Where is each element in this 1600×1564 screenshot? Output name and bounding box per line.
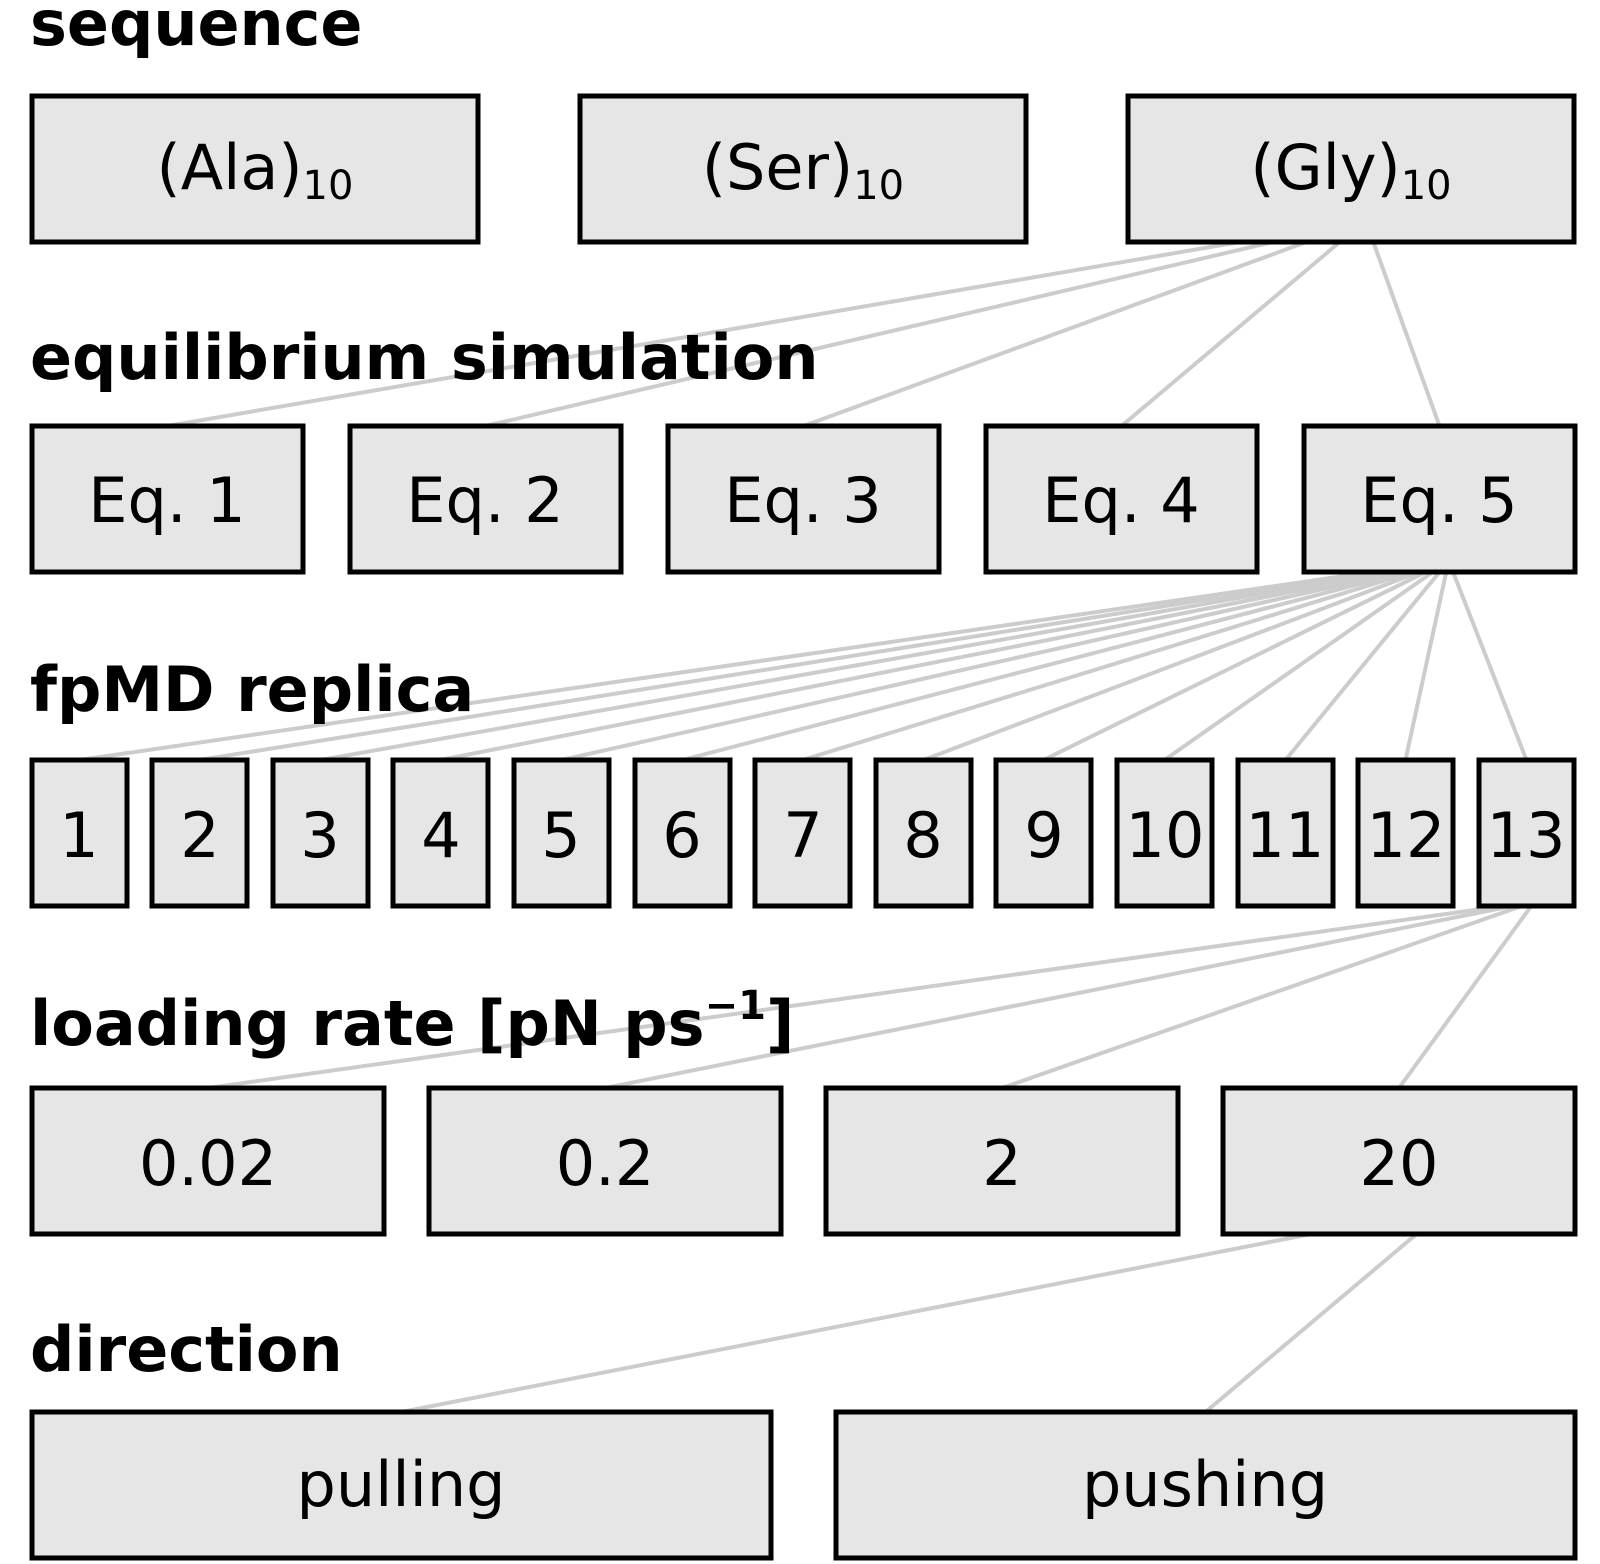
loading-rate-label-3: 2 <box>982 1127 1021 1200</box>
eq-label-4: Eq. 4 <box>1042 464 1199 537</box>
row-title-equilibrium-simulation: equilibrium simulation <box>30 321 818 394</box>
row-title-loading-rate: loading rate [pN ps−1] <box>30 983 794 1060</box>
eq-box-1 <box>29 423 306 575</box>
replica-label-5: 5 <box>541 799 580 872</box>
direction-box-pulling <box>29 1409 774 1561</box>
replica-label-2: 2 <box>180 799 219 872</box>
row-direction: pulling pushing <box>29 1409 1578 1561</box>
replica-box-6 <box>632 757 733 909</box>
loading-rate-box-2 <box>426 1085 784 1237</box>
connector-line <box>1120 240 1342 428</box>
replica-box-1 <box>29 757 130 909</box>
loading-rate-label-4: 20 <box>1360 1127 1439 1200</box>
replica-box-8 <box>873 757 974 909</box>
row-title-sequence: sequence <box>30 0 362 60</box>
replica-box-13 <box>1476 757 1577 909</box>
row-equilibrium-simulation: Eq. 1 Eq. 2 Eq. 3 Eq. 4 Eq. 5 <box>29 423 1578 575</box>
replica-label-6: 6 <box>662 799 701 872</box>
sequence-label-ser: (Ser)10 <box>702 131 904 209</box>
eq-box-4 <box>983 423 1260 575</box>
replica-box-12 <box>1355 757 1456 909</box>
replica-box-3 <box>270 757 371 909</box>
row-title-direction: direction <box>30 1313 343 1386</box>
loading-rate-label-1: 0.02 <box>139 1127 277 1200</box>
connector-line <box>1163 570 1434 762</box>
connector-line <box>1371 241 1442 427</box>
direction-label-pushing: pushing <box>1082 1448 1328 1521</box>
eq-label-2: Eq. 2 <box>406 464 563 537</box>
replica-box-9 <box>993 757 1094 909</box>
replica-box-2 <box>149 757 250 909</box>
connector-line <box>199 570 1379 762</box>
connector-lines <box>79 240 1533 1414</box>
loading-rate-box-4 <box>1220 1085 1578 1237</box>
loading-rate-box-1 <box>29 1085 387 1237</box>
replica-box-5 <box>511 757 612 909</box>
connector-line <box>1001 904 1523 1090</box>
sequence-label-ala: (Ala)10 <box>157 131 354 209</box>
connector-line <box>79 570 1373 762</box>
connector-line <box>1204 1232 1418 1414</box>
replica-box-7 <box>752 757 853 909</box>
connector-line <box>604 904 1513 1090</box>
connector-line <box>167 240 1240 428</box>
connector-line <box>1451 571 1529 761</box>
row-sequence: (Ala)10 (Ser)10 (Gly)10 <box>29 93 1577 245</box>
loading-rate-label-2: 0.2 <box>556 1127 655 1200</box>
replica-box-10 <box>1114 757 1215 909</box>
connector-line <box>485 240 1274 428</box>
connector-line <box>1403 571 1449 761</box>
connector-line <box>401 1232 1312 1414</box>
direction-box-pushing <box>833 1409 1578 1561</box>
connector-line <box>440 570 1393 762</box>
connector-line <box>561 570 1400 762</box>
eq-box-2 <box>347 423 624 575</box>
connector-line <box>1397 904 1533 1090</box>
eq-label-3: Eq. 3 <box>724 464 881 537</box>
connector-line <box>922 570 1420 762</box>
replica-box-11 <box>1235 757 1336 909</box>
eq-label-5: Eq. 5 <box>1360 464 1517 537</box>
replica-label-11: 11 <box>1246 799 1325 872</box>
loading-rate-box-3 <box>823 1085 1181 1237</box>
sequence-box-ser <box>577 93 1029 245</box>
replica-label-8: 8 <box>903 799 942 872</box>
connector-line <box>802 240 1308 428</box>
connector-line <box>1283 570 1442 762</box>
row-loading-rate: 0.02 0.2 2 20 <box>29 1085 1578 1237</box>
sequence-box-gly <box>1125 93 1577 245</box>
replica-label-3: 3 <box>300 799 339 872</box>
sequence-label-gly: (Gly)10 <box>1250 131 1451 209</box>
replica-box-4 <box>390 757 491 909</box>
eq-box-5 <box>1301 423 1578 575</box>
connector-line <box>681 570 1407 762</box>
connector-line <box>1042 570 1427 762</box>
replica-label-9: 9 <box>1024 799 1063 872</box>
replica-label-4: 4 <box>421 799 460 872</box>
connector-line <box>320 570 1386 762</box>
direction-label-pulling: pulling <box>297 1448 506 1521</box>
replica-label-7: 7 <box>783 799 822 872</box>
replica-label-1: 1 <box>59 799 98 872</box>
eq-label-1: Eq. 1 <box>88 464 245 537</box>
row-title-fpmd-replica: fpMD replica <box>30 653 474 726</box>
eq-box-3 <box>665 423 942 575</box>
row-fpmd-replica: 1 2 3 4 5 6 7 8 9 10 11 12 13 <box>29 757 1577 909</box>
connector-line <box>207 904 1504 1090</box>
replica-label-10: 10 <box>1126 799 1205 872</box>
connector-line <box>801 570 1413 762</box>
sequence-box-ala <box>29 93 481 245</box>
replica-label-13: 13 <box>1487 799 1566 872</box>
replica-label-12: 12 <box>1367 799 1446 872</box>
